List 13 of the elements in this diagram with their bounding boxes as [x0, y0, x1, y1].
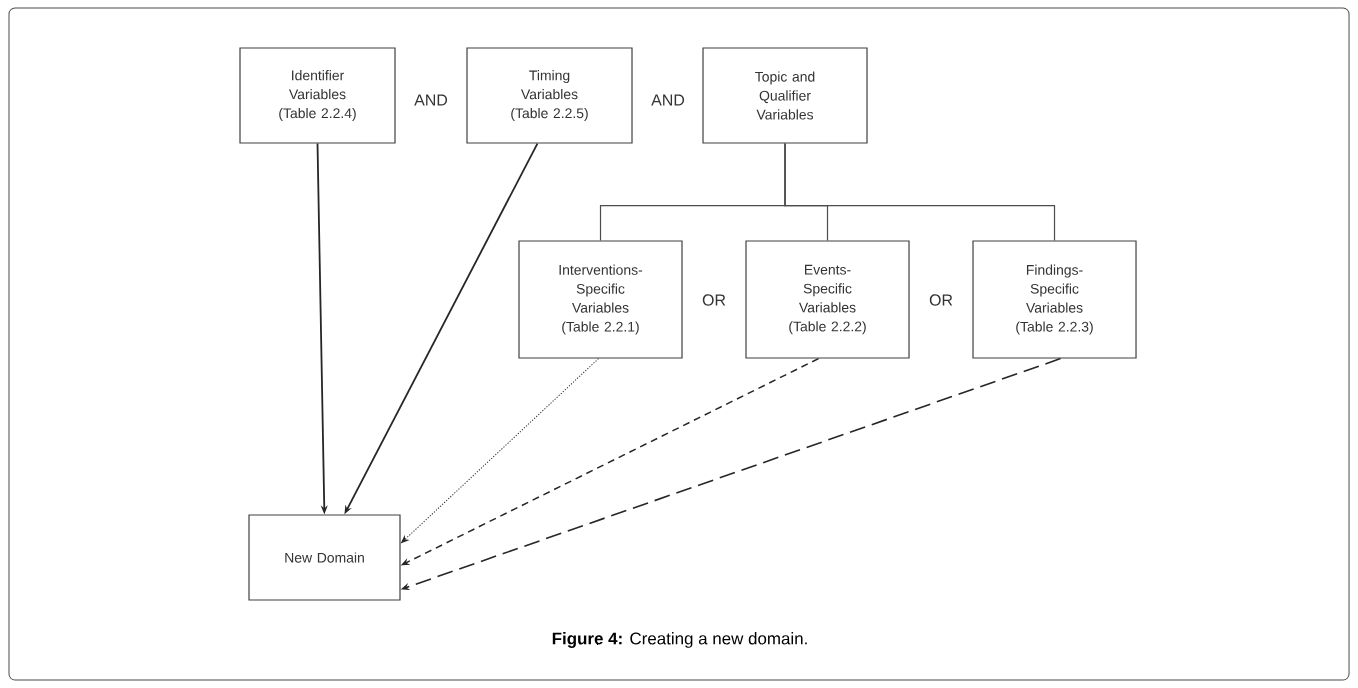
process-box: Events-Specific Variables (Table 2.2.2) — [745, 240, 910, 359]
process-box: Findings-Specific Variables (Table 2.2.3) — [972, 240, 1137, 359]
operator-label: OR — [929, 294, 953, 306]
process-box: New Domain — [248, 514, 401, 601]
operator-label: OR — [702, 294, 726, 306]
connector-line — [784, 143, 1056, 241]
process-box: Topic and Qualifier Variables — [702, 47, 868, 144]
operator-label: AND — [414, 94, 448, 106]
process-box: Timing Variables (Table 2.2.5) — [466, 47, 633, 144]
figure-caption: Figure 4: Creating a new domain. — [552, 632, 807, 648]
process-box: Identifier Variables (Table 2.2.4) — [239, 47, 396, 144]
operator-label: AND — [651, 94, 685, 106]
process-box: Interventions-Specific Variables (Table 2.2.1) — [518, 240, 683, 359]
